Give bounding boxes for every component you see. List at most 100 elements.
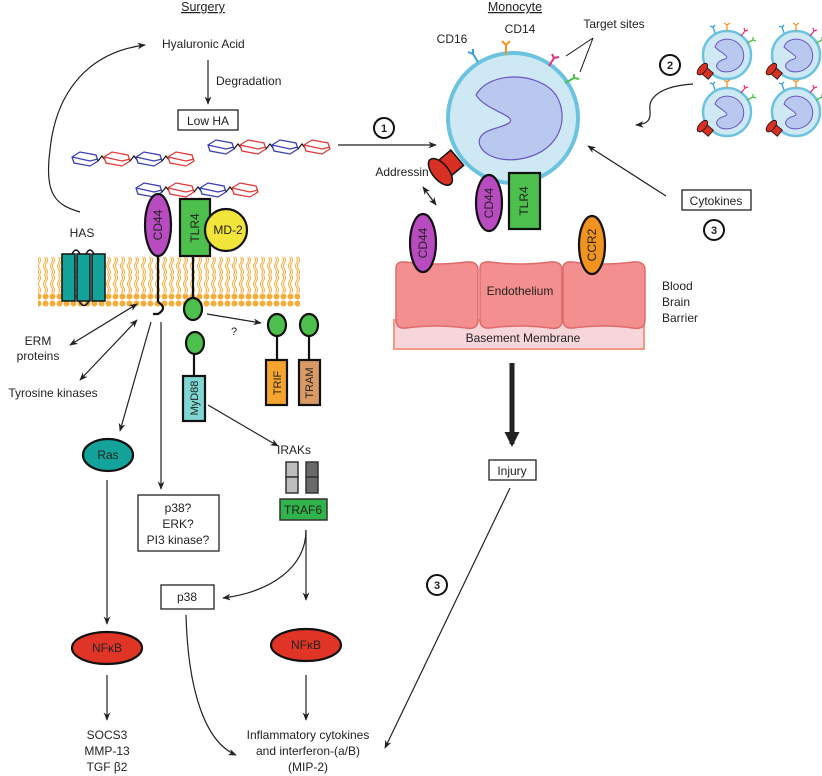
addressin-label: Addressin [375,165,428,179]
addressin-protein [427,148,465,186]
ccr2-protein [577,214,607,276]
bbb-line-2: Brain [662,295,690,309]
degradation-label: Degradation [216,74,281,88]
output-inflammatory-cytokines: Inflammatory cytokines [247,728,370,742]
step3b-badge [426,574,448,596]
basement-membrane-label: Basement Membrane [466,331,581,345]
endothelial-cell-3 [562,261,646,330]
question-label: ? [231,326,237,338]
trif-label: TRIF [272,371,284,396]
iraks-complex [285,461,319,494]
injury-label: Injury [497,464,526,478]
outputs-right: Inflammatory cytokines and interferon-(a… [247,728,370,774]
step1-badge [373,117,395,139]
endothelium-layer [393,261,646,350]
target-site-green [564,74,580,84]
step2-arrow [635,83,694,128]
has-label: HAS [70,226,95,240]
injury-to-cytokines-arrow [384,487,511,749]
mini-monocyte-3 [693,78,758,140]
tlr4-to-trif-arrow [206,313,262,326]
tram-adaptor: TRAM [297,312,322,407]
output-tgfb2: TGF β2 [87,760,128,774]
kinases-label-2: ERK? [162,517,194,531]
erm-label-1: ERM [25,334,52,348]
has-to-ha-arrow [47,42,146,213]
nucleus [475,76,563,161]
nfkb-left-node [70,630,144,666]
ras-node [81,437,135,473]
myd88-label: MyD88 [189,381,201,416]
tlr4-receptor: TLR4 MD-2 [178,197,249,322]
target-pointer-2 [579,37,594,73]
erm-arrow [69,303,138,346]
cd44-endo-protein [408,212,438,274]
hyaluronic-acid-label: Hyaluronic Acid [162,37,245,51]
cd44-cell-label: CD44 [482,187,496,218]
kinases-box [137,494,220,552]
cd14-label: CD14 [505,22,536,36]
cytokines-arrow [587,145,667,197]
p38-label: p38 [177,590,197,604]
monocyte-header: Monocyte [488,0,542,14]
kinases-label-3: PI3 kinase? [147,533,210,547]
kinases-label-1: p38? [165,501,192,515]
cd44-cell-protein [474,173,504,233]
step2-label: 2 [667,60,673,72]
ha-chain-2 [208,140,330,154]
output-mmp13: MMP-13 [84,744,130,758]
cd44-to-ras-arrow [118,321,152,432]
tyrosine-kinase-arrow [79,319,138,381]
mini-monocyte-1 [693,21,758,83]
trif-adaptor: TRIF [264,312,289,407]
md2-label: MD-2 [213,223,243,237]
mini-monocyte-4 [762,78,822,140]
tram-label: TRAM [304,367,316,398]
monocyte-cell [446,40,580,185]
tir-domain [182,296,204,322]
p38-box [160,584,215,610]
iraks-label: IRAKs [277,443,311,457]
nfkb-right-label: NFκB [291,638,321,652]
output-socs3: SOCS3 [87,728,128,742]
cd14-receptor [501,40,511,55]
low-ha-label: Low HA [187,114,229,128]
myd88-to-iraks-arrow [207,404,279,447]
ha-chain-1 [72,152,194,166]
traf6-label: TRAF6 [284,503,322,517]
nfkb-right-node [269,627,343,663]
step1-label: 1 [381,123,387,135]
cd16-receptor [467,49,479,63]
cd44-label: CD44 [151,209,165,240]
tlr4-cell-label: TLR4 [517,186,531,216]
surgery-header: Surgery [181,0,226,14]
p38-to-cytokines-arrow [185,614,237,756]
target-sites-label: Target sites [583,17,644,31]
low-ha-box [177,109,239,131]
bbb-line-3: Barrier [662,311,698,325]
tlr4-label: TLR4 [188,213,202,243]
target-pointer-1 [565,37,594,57]
mini-monocyte-2 [762,21,822,83]
tyrosine-kinases-label: Tyrosine kinases [8,386,97,400]
injury-box [488,459,537,481]
step3a-badge [703,219,725,241]
cytokines-label: Cytokines [690,194,743,208]
cytokines-box [681,189,752,211]
myd88-adaptor: MyD88 [181,330,207,423]
cd44-endo-label: CD44 [416,227,430,258]
cd16-label: CD16 [437,32,468,46]
cd44-receptor: CD44 [143,192,173,316]
ccr2-label: CCR2 [585,228,599,261]
erm-label-2: proteins [17,349,60,363]
output-mip2: (MIP-2) [288,760,328,774]
endothelial-cell-2 [479,261,563,330]
step3a-label: 3 [711,225,717,237]
md2-protein [203,207,249,253]
tlr4-cell-protein [507,171,542,231]
step2-badge [659,54,681,76]
nfkb-left-label: NFκB [92,641,122,655]
endothelium-label: Endothelium [487,284,554,298]
ras-label: Ras [97,448,118,462]
